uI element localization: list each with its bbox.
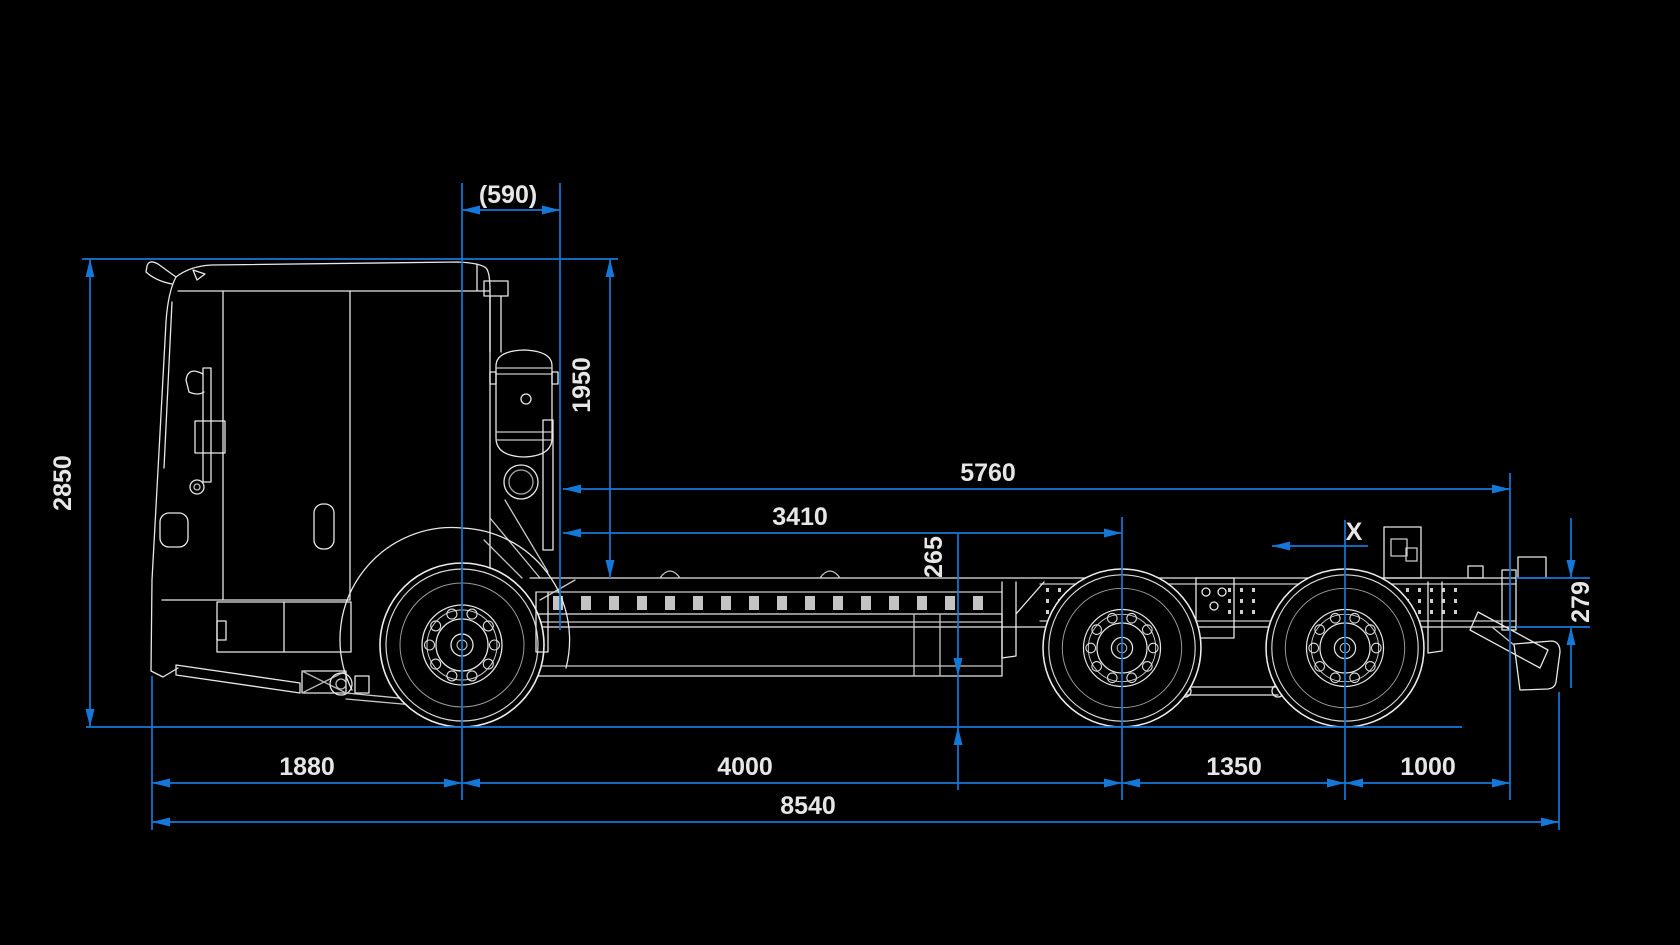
battery-box-body: [536, 613, 1003, 677]
deck-cable-humps: [659, 570, 841, 579]
tank-port: [520, 393, 532, 405]
behind-cab-equipment: [483, 280, 559, 579]
tow-eye-inner: [335, 678, 347, 690]
air-tank-cylinder: [495, 349, 553, 458]
tow-eye: [329, 672, 353, 696]
battery-box-dividers: [913, 613, 941, 677]
mirror-housing: [194, 420, 226, 454]
dimension-arrows: [85, 205, 1576, 827]
truck-drawing: [145, 261, 1561, 728]
label-8540: 8540: [780, 792, 836, 820]
bracket-hole-1: [1201, 587, 1211, 597]
frame-end-cap: [1501, 569, 1517, 631]
label-1880: 1880: [279, 753, 335, 781]
underride-bumper: [1513, 640, 1561, 691]
cab-front-profile: [150, 276, 179, 678]
vertical-rail: [542, 419, 554, 551]
skirt-end-block: [354, 675, 370, 694]
tank-bands: [495, 367, 553, 441]
rear-mudflap: [1427, 581, 1443, 654]
inter-wheel-bracket: [1195, 577, 1235, 639]
headlamp: [189, 479, 205, 495]
wheels: [339, 526, 1425, 728]
label-5760: 5760: [960, 459, 1016, 487]
a-pillar-inner: [163, 301, 173, 469]
bracket-hole-2: [1217, 587, 1227, 597]
intake-top-box: [483, 280, 509, 297]
label-2850: 2850: [49, 455, 77, 511]
mirror-bar: [202, 367, 212, 483]
dimension-lines: [82, 183, 1590, 830]
cab: [145, 261, 491, 707]
tank-tab-left: [489, 371, 497, 385]
rear-frame-box: [1383, 526, 1422, 579]
label-1000: 1000: [1400, 753, 1456, 781]
label-x: X: [1346, 518, 1363, 546]
battery-box-lines: [536, 621, 1003, 667]
door-handle: [313, 503, 335, 550]
axle-link-bars: [1184, 686, 1279, 696]
label-3410: 3410: [772, 503, 828, 531]
support-struts: [483, 499, 549, 579]
rear-frame-box-detail: [1405, 547, 1418, 562]
tank-tab-right: [551, 371, 559, 385]
cab-roof-outline: [175, 261, 491, 577]
label-279: 279: [1567, 581, 1595, 623]
front-fender-arch: [339, 526, 571, 691]
intake-pipe: [489, 295, 502, 353]
rear-overhang: [1383, 526, 1561, 691]
front-mudflap: [535, 591, 549, 653]
roof-camera-arm: [145, 261, 177, 285]
battery-box: [536, 581, 1045, 677]
label-1950: 1950: [568, 357, 596, 413]
dimension-labels: (590) 5760 3410 X 1880 4000 1350 1000 85…: [49, 181, 1595, 820]
underride-beam: [1469, 611, 1549, 669]
roof-camera-head: [192, 269, 206, 281]
front-quarter-window: [159, 512, 189, 548]
skirt-box-cross: [301, 670, 347, 694]
label-265: 265: [920, 536, 948, 578]
label-590: (590): [479, 181, 537, 209]
mid-mudflap: [1001, 581, 1045, 659]
step-box-latch: [216, 620, 227, 641]
headlamp-inner: [193, 483, 201, 491]
air-sphere: [503, 464, 539, 500]
side-skirt: [175, 664, 301, 694]
air-sphere-inner: [508, 469, 534, 495]
rear-frame-box-inner: [1390, 538, 1408, 557]
end-lamp-box: [1517, 556, 1547, 579]
label-1350: 1350: [1206, 753, 1262, 781]
small-bracket: [1467, 565, 1484, 579]
mirror-bracket: [185, 370, 205, 395]
label-4000: 4000: [717, 753, 773, 781]
bracket-hole-3: [1209, 601, 1219, 611]
